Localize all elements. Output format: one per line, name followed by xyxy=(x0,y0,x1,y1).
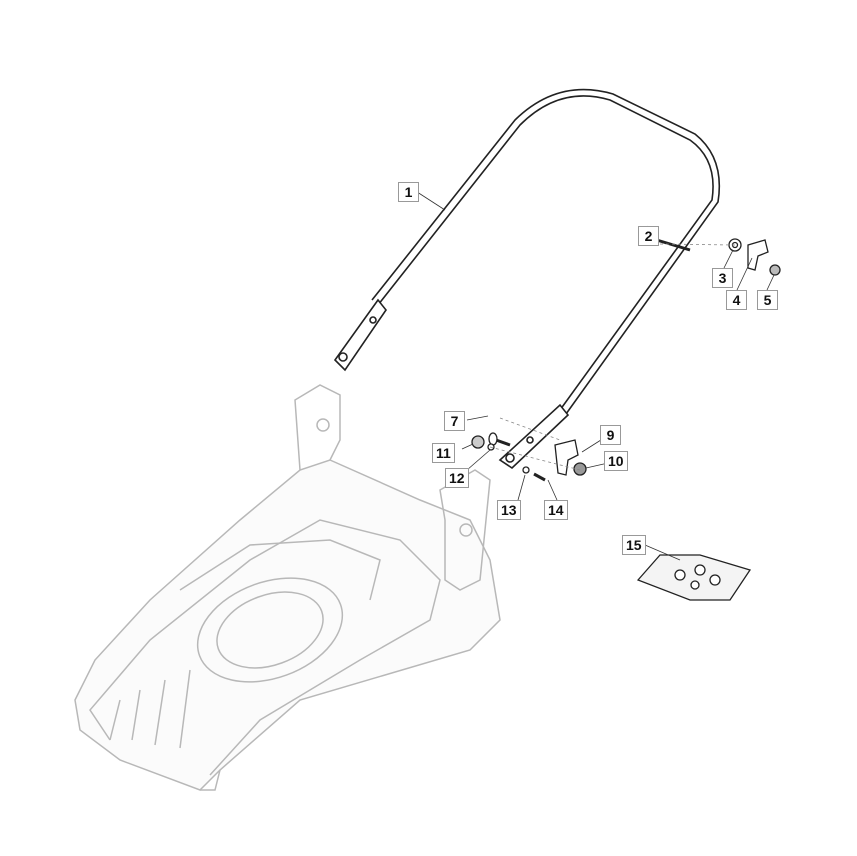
callout-7: 7 xyxy=(444,411,465,431)
callout-9: 9 xyxy=(600,425,621,445)
callout-2: 2 xyxy=(638,226,659,246)
handle xyxy=(333,88,721,470)
callout-14: 14 xyxy=(544,500,568,520)
callout-10: 10 xyxy=(604,451,628,471)
callout-4: 4 xyxy=(726,290,747,310)
callout-5: 5 xyxy=(757,290,778,310)
mower-deck xyxy=(74,384,501,791)
callout-3: 3 xyxy=(712,268,733,288)
callout-15: 15 xyxy=(622,535,646,555)
callout-1: 1 xyxy=(398,182,419,202)
callout-13: 13 xyxy=(497,500,521,520)
callout-12: 12 xyxy=(445,468,469,488)
callout-11: 11 xyxy=(432,443,455,463)
